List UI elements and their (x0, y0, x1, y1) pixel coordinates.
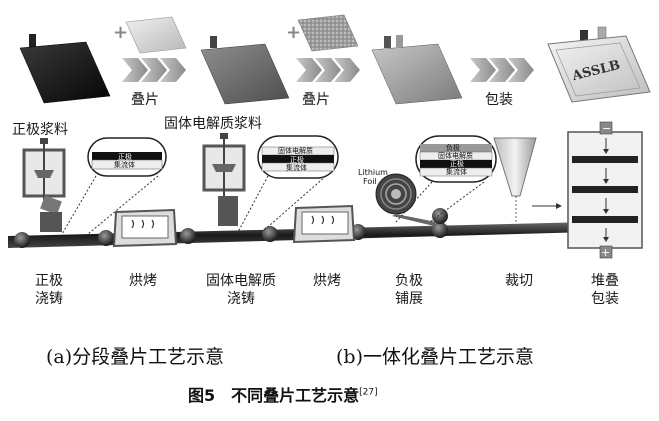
station-label-cathode-casting: 正极 浇铸 (24, 272, 74, 308)
stack-pack-column: − + (567, 121, 643, 259)
process-arrow-1 (122, 58, 186, 82)
lithium-foil-label-2: Foil (363, 177, 377, 186)
inset1-top-text: 正极 (118, 152, 132, 161)
station-label-anode-spreading: 负极 铺展 (384, 272, 434, 308)
station-label-line: 裁切 (505, 273, 533, 289)
electrolyte-slurry-label: 固体电解质浆料 (164, 116, 262, 132)
step-label-1: 叠片 (131, 92, 159, 108)
inset2-mid-text: 正极 (290, 155, 304, 164)
output-arrow (532, 203, 562, 209)
station-label-cutting: 裁切 (494, 272, 544, 290)
caption-b: (b)一体化叠片工艺示意 (336, 346, 534, 368)
station-label-oven-2: 烘烤 (302, 272, 352, 290)
inset3-bottom-text: 集流体 (446, 167, 467, 176)
station-label-line: 烘烤 (313, 273, 341, 289)
station-label-line: 浇铸 (35, 291, 63, 307)
plus-sign-2: + (286, 22, 301, 43)
station-label-line: 负极 (395, 273, 423, 289)
inset3-l2-text: 固体电解质 (438, 151, 473, 160)
lithium-foil-roll (375, 173, 448, 226)
electrolyte-sheet (125, 16, 187, 54)
inset2-bottom-text: 集流体 (286, 163, 307, 172)
figure-title: 图5 不同叠片工艺示意[27] (188, 382, 378, 406)
electrolyte-casting-machine (202, 133, 246, 226)
figure-title-text: 图5 不同叠片工艺示意 (188, 386, 360, 405)
inset1-bottom-text: 集流体 (114, 160, 135, 169)
cathode-casting-machine (22, 138, 66, 232)
stacked-sheet-2 (371, 35, 463, 105)
layer-inset-anode: 负极 固体电解质 正极 集流体 (395, 135, 497, 223)
cathode-sheet (19, 34, 111, 104)
station-label-oven-1: 烘烤 (118, 272, 168, 290)
inset3-l3-text: 正极 (450, 159, 464, 168)
layer-inset-cathode: 正极 集流体 (61, 137, 167, 235)
oven-2 (292, 204, 356, 244)
station-label-line: 堆叠 (591, 273, 619, 289)
process-arrow-2 (296, 58, 360, 82)
station-label-line: 正极 (35, 273, 63, 289)
station-label-line: 固体电解质 (206, 273, 276, 289)
cutting-funnel (493, 137, 537, 222)
station-label-electrolyte-casting: 固体电解质 浇铸 (196, 272, 286, 308)
layer-inset-electrolyte: 固体电解质 正极 集流体 (237, 135, 339, 233)
cathode-slurry-label: 正极浆料 (12, 122, 68, 138)
station-label-line: 包装 (591, 291, 619, 307)
svg-text:+: + (113, 22, 128, 43)
lithium-foil-label-1: Lithium (358, 168, 388, 177)
step-label-2: 叠片 (302, 92, 330, 108)
figure-reference: [27] (359, 387, 378, 398)
pouch-cell: ASSLB (547, 26, 651, 103)
step-label-3: 包装 (485, 92, 513, 108)
station-label-stack-pack: 堆叠 包装 (580, 272, 630, 308)
caption-a: (a)分段叠片工艺示意 (46, 346, 225, 368)
inset2-top-text: 固体电解质 (278, 146, 313, 155)
station-label-line: 铺展 (395, 291, 423, 307)
positive-terminal-sign: + (601, 246, 610, 259)
stacked-sheet-1 (200, 36, 290, 105)
plus-sign-1: + (113, 22, 128, 43)
station-label-line: 浇铸 (227, 291, 255, 307)
station-label-line: 烘烤 (129, 273, 157, 289)
process-arrow-3 (470, 58, 534, 82)
negative-terminal-sign: − (602, 122, 611, 135)
inset3-top-text: 负极 (446, 143, 460, 152)
anode-sheet (297, 14, 359, 52)
svg-text:+: + (286, 22, 301, 43)
oven-1 (112, 208, 178, 248)
